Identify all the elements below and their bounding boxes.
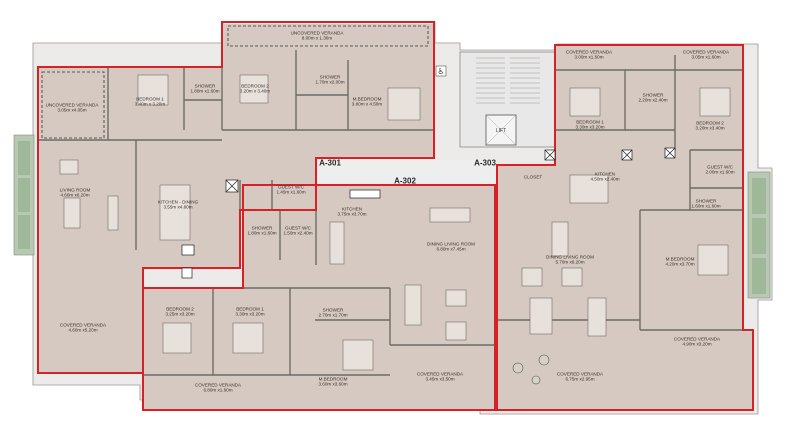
uncovered-veranda-top-area bbox=[227, 25, 429, 47]
apartment-label-a303: A-303 bbox=[474, 158, 496, 168]
apartment-label-a301: A-301 bbox=[319, 158, 341, 168]
stairs bbox=[476, 57, 540, 104]
apartment-label-a302: A-302 bbox=[394, 176, 416, 186]
apartment-a302-floor bbox=[143, 185, 495, 410]
apartment-a303-floor bbox=[497, 45, 753, 410]
kitchen-hobs bbox=[181, 147, 676, 279]
apartment-a302-boundary bbox=[142, 184, 496, 411]
apartment-a301-floor bbox=[38, 24, 434, 297]
glazing-left bbox=[13, 134, 35, 256]
apartment-boundaries bbox=[37, 21, 754, 411]
corner-chairs bbox=[512, 354, 550, 385]
lift-label: LIFT bbox=[496, 128, 506, 134]
uncovered-veranda-left-area bbox=[41, 71, 105, 139]
furniture bbox=[59, 74, 731, 371]
accessibility-icon bbox=[435, 65, 447, 77]
corridor bbox=[318, 160, 496, 184]
lift-cross-2 bbox=[485, 114, 517, 146]
covered-veranda-left bbox=[38, 268, 143, 373]
accessibility-glyph: ♿ bbox=[437, 67, 444, 76]
glazing-right bbox=[747, 171, 771, 299]
interior-walls bbox=[38, 50, 743, 376]
apartment-a303-boundary bbox=[496, 44, 754, 411]
